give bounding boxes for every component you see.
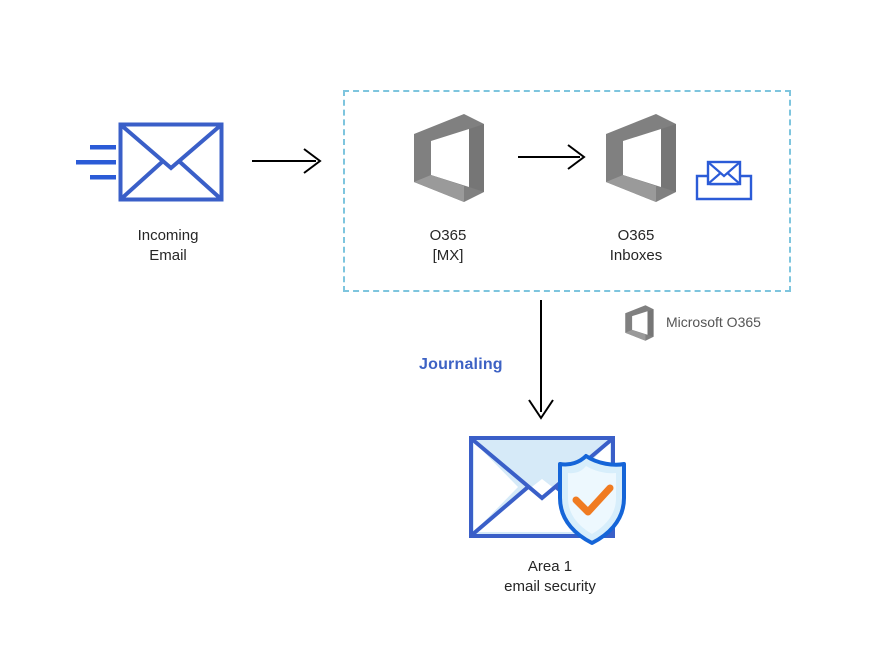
envelope-with-shield-check-icon [469, 436, 626, 545]
microsoft-o365-zone [343, 90, 791, 292]
office-365-cube-icon [625, 305, 654, 341]
office-365-cube-icon [606, 114, 676, 202]
legend-item-label: Microsoft O365 [666, 314, 761, 330]
incoming-envelope-icon [118, 122, 224, 202]
o365-mx-label: O365 [MX] [429, 227, 467, 264]
incoming-email-label: Incoming Email [137, 227, 199, 264]
arrow-right-icon [252, 148, 322, 174]
arrow-right-icon [518, 144, 586, 170]
area1-label: Area 1 email security [504, 558, 596, 595]
speed-lines-icon [76, 145, 116, 180]
arrow-down-icon [528, 300, 554, 420]
o365-inboxes-label: O365 Inboxes [609, 227, 663, 264]
office-365-cube-icon [414, 114, 484, 202]
inbox-tray-envelope-icon [695, 160, 753, 201]
journaling-edge-label: Journaling [419, 356, 503, 373]
